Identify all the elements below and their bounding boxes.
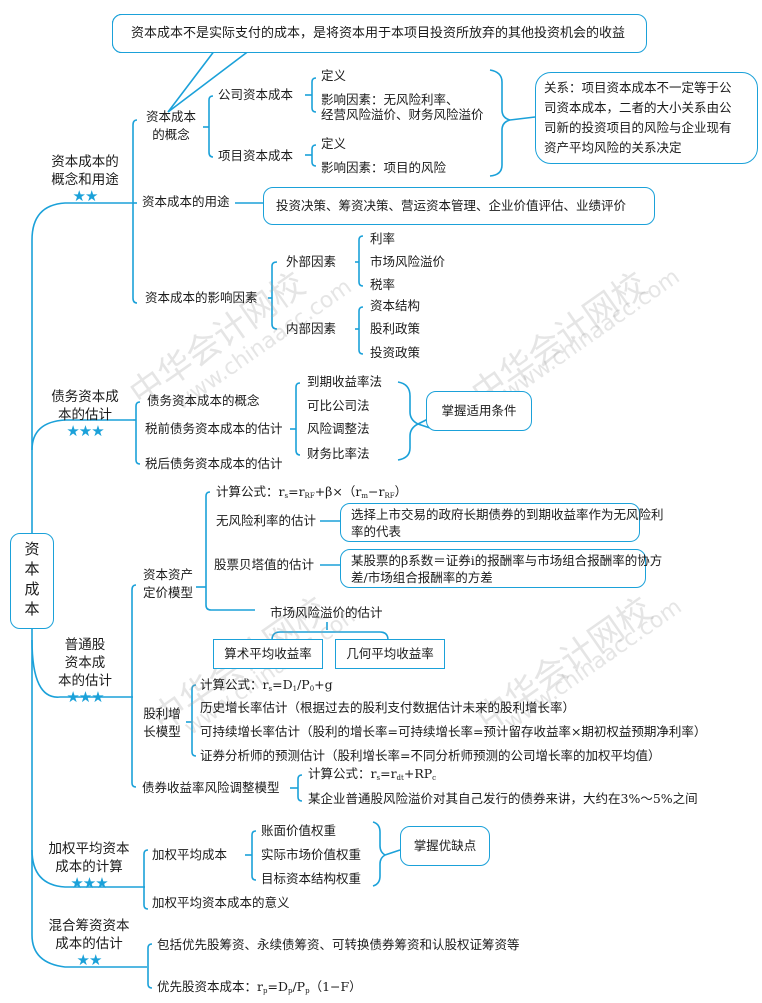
geometric-mean-box[interactable]: 几何平均收益率 — [335, 639, 445, 669]
method-item[interactable]: 财务比率法 — [307, 446, 370, 461]
importance-stars: ★★★ — [70, 874, 108, 892]
bond-yield-note[interactable]: 某企业普通股风险溢价对其自己发行的债券来讲，大约在3%～5%之间 — [308, 791, 698, 806]
root-label: 资本成本 — [22, 541, 41, 621]
callout-top-full: 资本成本不是实际支付的成本，是将资本用于本项目投资所放弃的其他投资机会的收益 — [112, 14, 647, 53]
callout-text: 资本成本不是实际支付的成本，是将资本用于本项目投资所放弃的其他投资机会的收益 — [131, 25, 626, 41]
weight-item[interactable]: 实际市场价值权重 — [261, 847, 362, 862]
riskfree-node[interactable]: 无风险利率的估计 — [216, 513, 317, 528]
bond-yield-formula[interactable]: 计算公式：rs=rdt+RPc — [308, 766, 437, 782]
external-factors-node[interactable]: 外部因素 — [286, 254, 337, 269]
internal-item[interactable]: 资本结构 — [370, 298, 421, 313]
concept-node[interactable]: 资本成本 的概念 — [145, 109, 196, 142]
pros-cons-box: 掌握优缺点 — [400, 826, 490, 866]
internal-item[interactable]: 投资政策 — [370, 345, 421, 360]
root-node[interactable]: 资本成本 — [10, 533, 54, 629]
importance-stars: ★★★ — [66, 688, 104, 706]
uses-box: 投资决策、筹资决策、营运资本管理、企业价值评估、业绩评价 — [263, 187, 655, 225]
branch-equity-title[interactable]: 普通股 资本成 本的估计 ★★★ — [45, 636, 125, 706]
bond-yield-formula-text: rs=rdt+RPc — [370, 766, 437, 782]
project-definition[interactable]: 定义 — [321, 136, 347, 151]
uses-node[interactable]: 资本成本的用途 — [142, 194, 230, 209]
ddm-item[interactable]: 可持续增长率估计（股利的增长率=可持续增长率=预计留存收益率×期初权益预期净利率… — [200, 724, 707, 739]
factors-node[interactable]: 资本成本的影响因素 — [145, 290, 258, 305]
importance-stars: ★★ — [72, 187, 99, 205]
branch-hybrid-title[interactable]: 混合筹资资本 成本的估计 ★★ — [45, 917, 133, 969]
internal-item[interactable]: 股利政策 — [370, 321, 421, 336]
method-item[interactable]: 可比公司法 — [307, 398, 370, 413]
external-item[interactable]: 税率 — [370, 277, 396, 292]
internal-factors-node[interactable]: 内部因素 — [286, 321, 337, 336]
riskfree-box: 选择上市交易的政府长期债券的到期收益率作为无风险利 率的代表 — [340, 503, 664, 542]
debt-aftertax[interactable]: 税后债务资本成本的估计 — [145, 456, 283, 471]
ddm-formula[interactable]: 计算公式：rs=D1/P0+g — [200, 677, 333, 693]
weight-item[interactable]: 目标资本结构权重 — [261, 871, 362, 886]
arithmetic-mean-box[interactable]: 算术平均收益率 — [213, 639, 323, 669]
capm-node[interactable]: 资本资产 定价模型 — [142, 567, 193, 600]
preferred-formula-text: rp=Dp/Pp（1−F） — [257, 979, 362, 995]
premium-node[interactable]: 市场风险溢价的估计 — [270, 605, 383, 620]
hybrid-item[interactable]: 包括优先股筹资、永续债筹资、可转换债券筹资和认股权证筹资等 — [157, 937, 520, 952]
debt-pretax[interactable]: 税前债务资本成本的估计 — [145, 421, 283, 436]
wacc-meaning[interactable]: 加权平均资本成本的意义 — [152, 895, 290, 910]
ddm-item[interactable]: 历史增长率估计（根据过去的股利支付数据估计未来的股利增长率） — [200, 700, 576, 715]
preferred-stock-cost[interactable]: 优先股资本成本：rp=Dp/Pp（1−F） — [157, 979, 362, 995]
capm-formula[interactable]: 计算公式：rs=rRF+β×（rm−rRF） — [216, 484, 408, 500]
debt-concept[interactable]: 债务资本成本的概念 — [147, 393, 260, 408]
weight-item[interactable]: 账面价值权重 — [261, 823, 337, 838]
applicable-conditions-box: 掌握适用条件 — [426, 391, 532, 431]
branch-debt-title[interactable]: 债务资本成 本的估计 ★★★ — [45, 388, 125, 440]
method-item[interactable]: 风险调整法 — [307, 421, 370, 436]
method-item[interactable]: 到期收益率法 — [307, 374, 383, 389]
ddm-formula-text: rs=D1/P0+g — [262, 677, 333, 693]
capm-formula-text: rs=rRF+β×（rm−rRF） — [278, 484, 408, 500]
relation-box: 关系：项目资本成本不一定等于公 司资本成本，二者的大小关系由公 司新的投资项目的… — [535, 72, 758, 164]
wacc-node[interactable]: 加权平均成本 — [152, 847, 228, 862]
company-factors[interactable]: 影响因素：无风险利率、 — [321, 92, 459, 107]
company-factors-cont: 经营风险溢价、财务风险溢价 — [321, 107, 484, 122]
project-cost-node[interactable]: 项目资本成本 — [218, 148, 294, 163]
importance-stars: ★★★ — [66, 422, 104, 440]
importance-stars: ★★ — [76, 951, 103, 969]
branch-concept-uses-title[interactable]: 资本成本的 概念和用途 ★★ — [45, 153, 125, 205]
company-cost-node[interactable]: 公司资本成本 — [218, 87, 294, 102]
beta-node[interactable]: 股票贝塔值的估计 — [214, 557, 315, 572]
beta-box: 某股票的β系数＝证券i的报酬率与市场组合报酬率的协方 差/市场组合报酬率的方差 — [340, 549, 662, 588]
ddm-item[interactable]: 证券分析师的预测估计（股利增长率=不同分析师预测的公司增长率的加权平均值） — [200, 748, 661, 763]
project-factors[interactable]: 影响因素：项目的风险 — [321, 160, 447, 175]
branch-wacc-title[interactable]: 加权平均资本 成本的计算 ★★★ — [45, 840, 133, 892]
bond-yield-node[interactable]: 债券收益率风险调整模型 — [142, 780, 280, 795]
ddm-node[interactable]: 股利增 长模型 — [143, 706, 181, 739]
external-item[interactable]: 利率 — [370, 231, 396, 246]
company-definition[interactable]: 定义 — [321, 68, 347, 83]
external-item[interactable]: 市场风险溢价 — [370, 254, 446, 269]
